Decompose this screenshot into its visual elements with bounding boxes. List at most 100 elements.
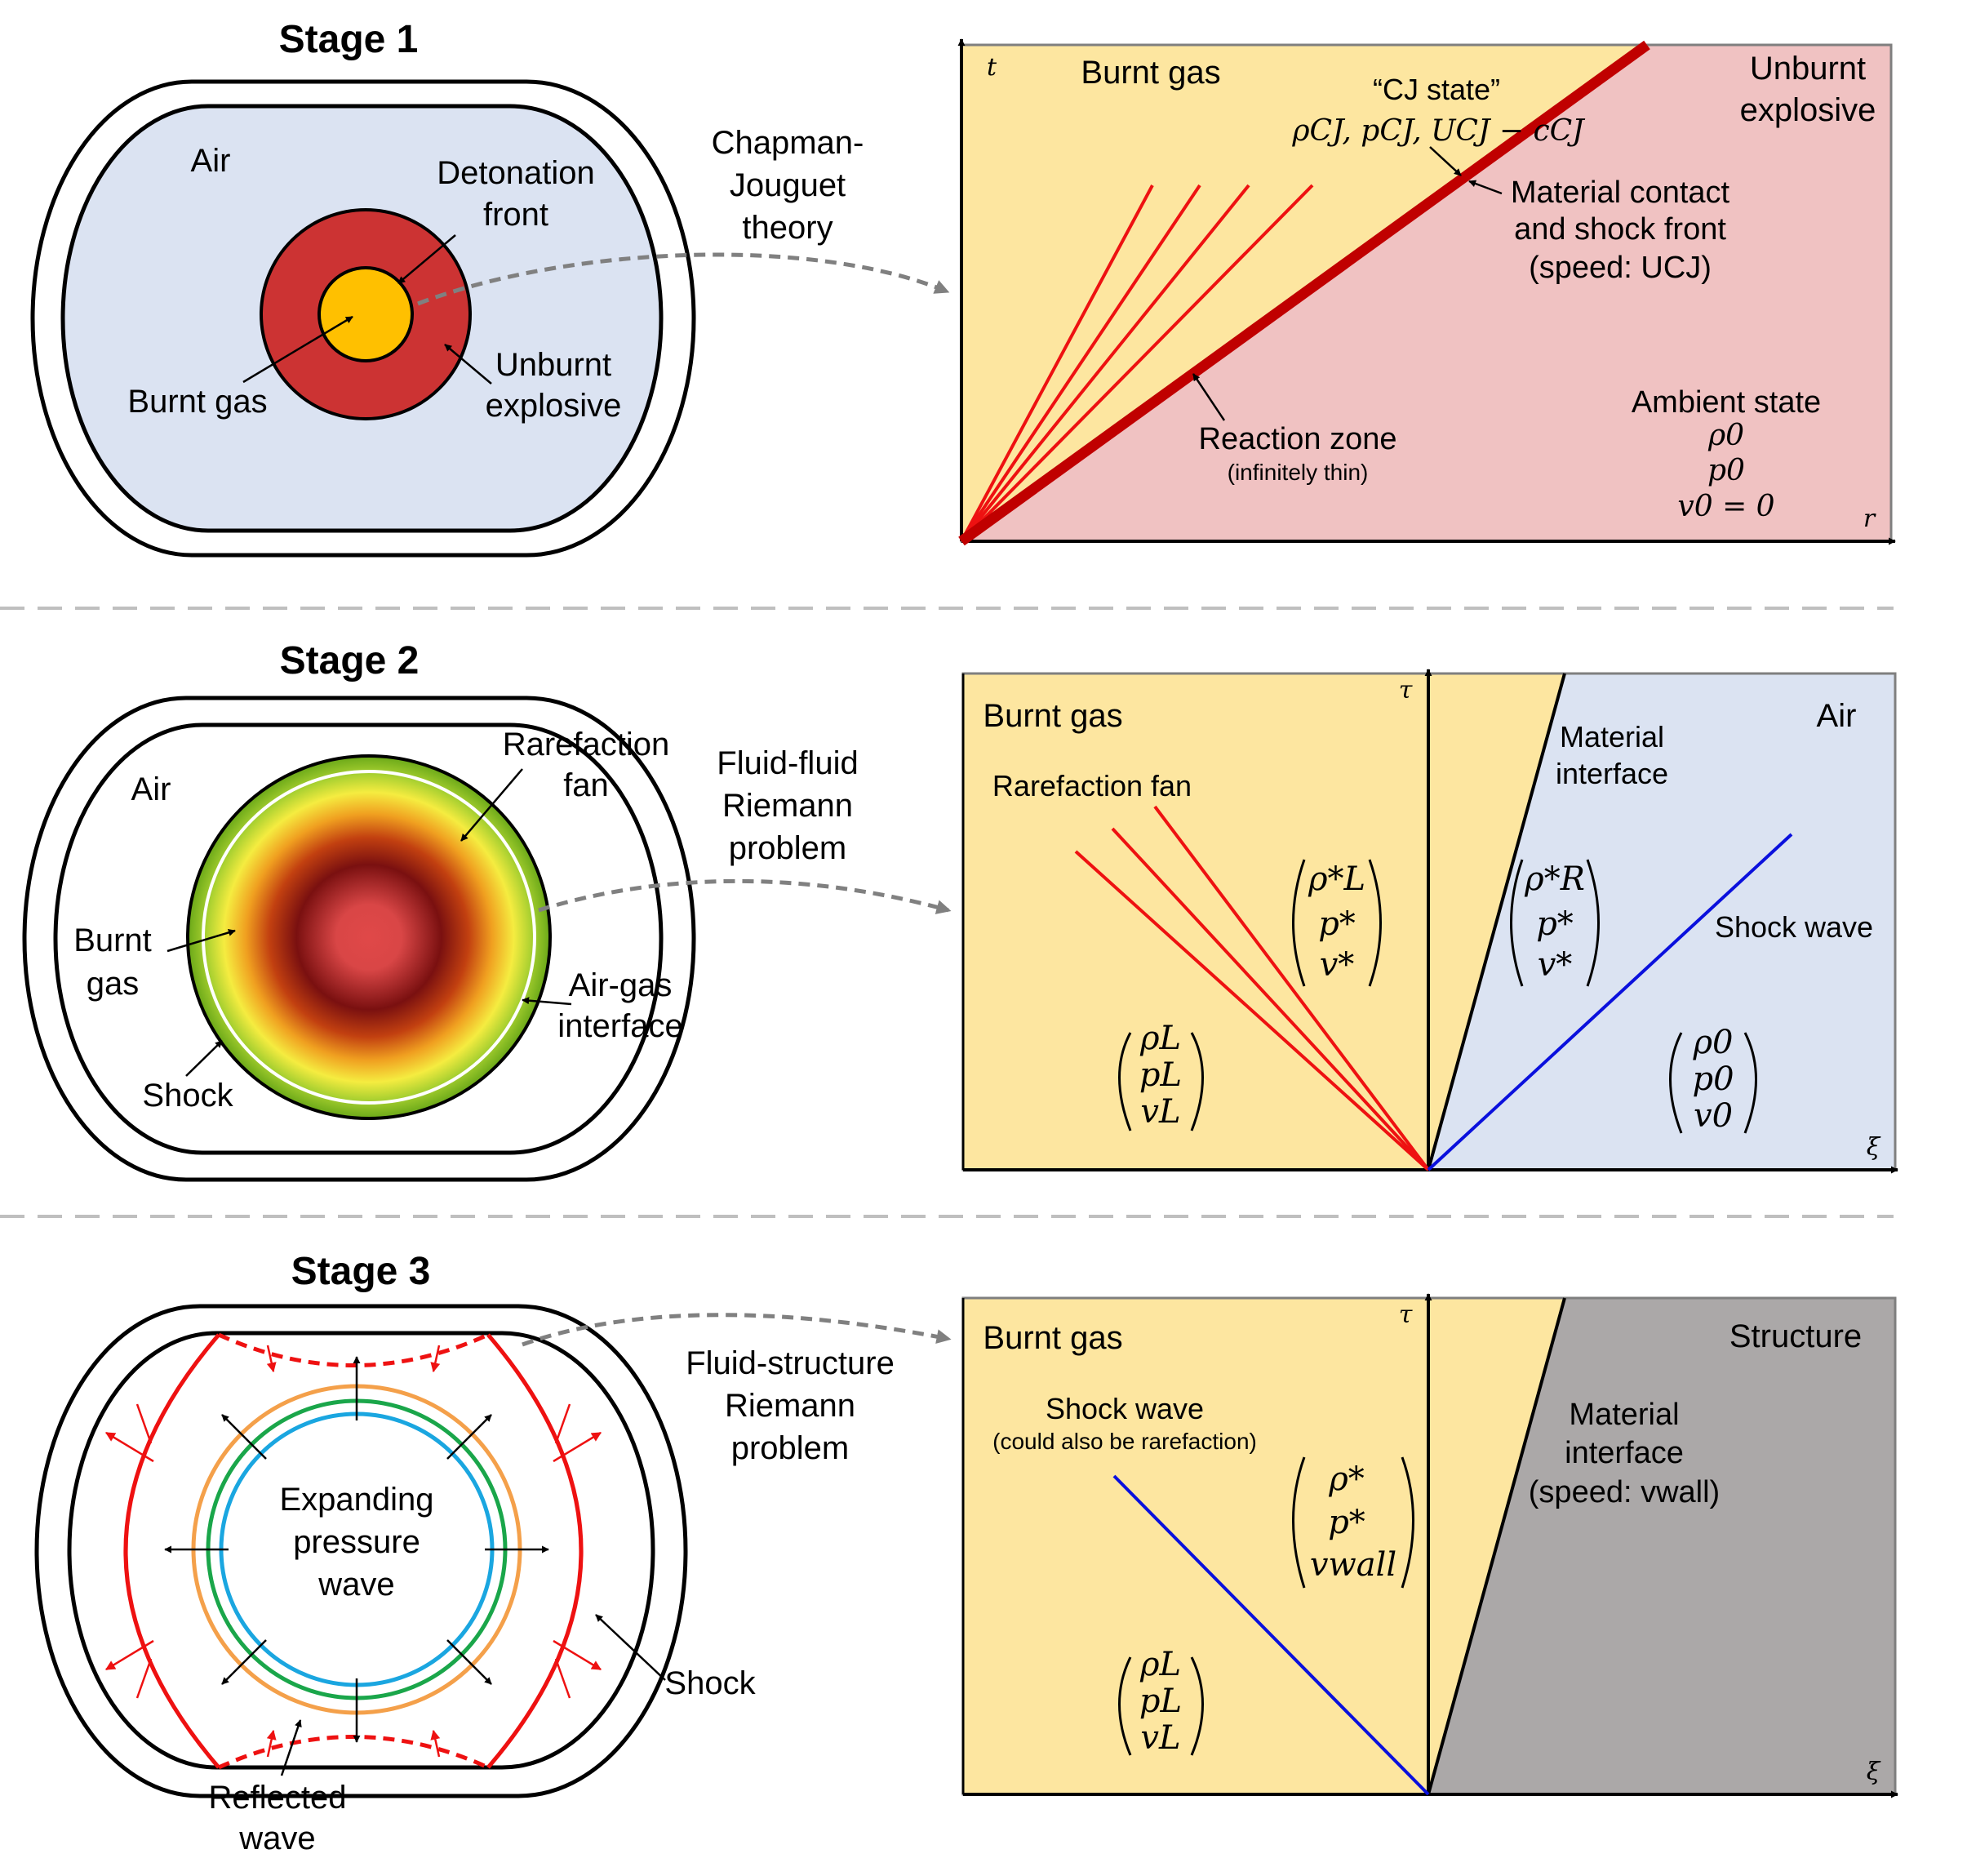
stage1-t-label: t — [987, 53, 997, 82]
stage2-shock-label: Shock — [142, 1078, 233, 1114]
stage1-contact-label-1: Material contact — [1511, 176, 1730, 210]
stage2-state-Rstar-p: p* — [1536, 905, 1574, 943]
stage1-detonation-label-2: front — [483, 197, 548, 233]
stage1-contact-label-3: (speed: UCJ) — [1529, 251, 1712, 285]
stage1-theory-3: theory — [742, 210, 833, 246]
stage2: Stage 2 Air Rarefaction fan Burnt gas Ai… — [22, 639, 1898, 1182]
stage3-expanding-3: wave — [317, 1567, 394, 1603]
stage1-r-label: r — [1863, 505, 1876, 533]
stage2-state-Lstar-rho: ρ*L — [1308, 860, 1365, 898]
stage1-diagram-unburnt-1: Unburnt — [1750, 51, 1866, 87]
stage2-shock-pointer — [185, 1040, 223, 1077]
stage1-cj-pointer — [1429, 146, 1462, 176]
stage3-reflected-2: wave — [238, 1820, 315, 1856]
stage2-interface-1: Air-gas — [569, 967, 673, 1003]
stage3-state-star: ρ* p* vwall — [1292, 1456, 1414, 1589]
stage3-reflected-top — [217, 1332, 490, 1367]
stage3-state-star-rho: ρ* — [1328, 1460, 1365, 1498]
stage3-black-arrows — [164, 1356, 549, 1743]
stage2-fan-line-2 — [1111, 827, 1430, 1171]
stage3-title: Stage 3 — [291, 1250, 431, 1293]
stage1-title: Stage 1 — [279, 18, 419, 61]
stage1-unburnt-label-2: explosive — [486, 388, 622, 424]
stage2-shock-ring — [202, 770, 536, 1105]
stage1-ambient-v: v0 = 0 — [1677, 490, 1774, 523]
stage2-shock-line — [1427, 833, 1793, 1171]
stage3-diagram-interface-2: interface — [1565, 1436, 1684, 1470]
stage3-diagram-shock-note: (could also be rarefaction) — [992, 1429, 1257, 1454]
stage1-diagram-unburnt-2: explosive — [1740, 92, 1876, 128]
stage2-state-Rstar: ρ*R p* v* — [1510, 859, 1600, 987]
stage1-contact-pointer — [1468, 180, 1503, 195]
stage2-burnt-region — [963, 673, 1565, 1170]
stage3-state-L-rho: ρL — [1139, 1646, 1181, 1683]
stage1-diagram-burnt-label: Burnt gas — [1081, 55, 1220, 91]
stage2-state-Rstar-v: v* — [1538, 946, 1573, 984]
stage2-air-region-diagram — [1428, 673, 1895, 1170]
stage1-unburnt-pointer — [444, 344, 492, 385]
stage3-theory-1: Fluid-structure — [686, 1345, 895, 1381]
stage1-detonation-label-1: Detonation — [437, 155, 594, 191]
stage1-reaction-pointer — [1192, 373, 1226, 421]
stage2-tau-label: τ — [1399, 676, 1413, 705]
stage1-burnt-core — [317, 266, 414, 362]
stage1-ambient-rho: ρ0 — [1707, 419, 1744, 452]
stage2-burnt-gas-disk — [186, 754, 552, 1120]
stage3-expanding-2: pressure — [293, 1524, 420, 1560]
stage3-link-arrow — [522, 1313, 952, 1347]
stage1-detonation-pointer — [397, 234, 456, 284]
stage3-expanding-1: Expanding — [279, 1482, 433, 1518]
stage2-fan-line-3 — [1153, 805, 1430, 1171]
stage2-material-interface-line — [1427, 673, 1566, 1171]
stage1-air-label: Air — [191, 143, 231, 179]
stage1-cj-state-label: “CJ state” — [1373, 73, 1500, 106]
stage2-state-L-p: pL — [1139, 1056, 1182, 1094]
stage2-diagram-interface-2: interface — [1556, 757, 1668, 790]
stage2-diagram-shock-label: Shock wave — [1715, 910, 1873, 944]
stage3-shock-line — [1112, 1474, 1430, 1796]
stage3-material-interface-line — [1427, 1297, 1566, 1795]
stage3-diagram-structure-label: Structure — [1729, 1318, 1862, 1354]
stage3-shock-left — [123, 1333, 220, 1769]
stage2-interface-pointer — [522, 997, 572, 1006]
stage3-inner-wall — [67, 1331, 655, 1770]
stage2-state-0-v: v0 — [1694, 1097, 1733, 1135]
stage2-diagram-air-label: Air — [1817, 698, 1857, 734]
stage3-state-star-p: p* — [1328, 1504, 1365, 1541]
stage1-reaction-zone-label: Reaction zone — [1199, 422, 1397, 456]
stage1-theory-1: Chapman- — [712, 125, 864, 161]
stage1-fan-line-4 — [960, 184, 1314, 543]
stage2-theory-2: Riemann — [722, 788, 853, 824]
stage1-reaction-zone-note: (infinitely thin) — [1228, 460, 1369, 485]
stage1-unburnt-label-1: Unburnt — [495, 347, 611, 383]
stage3-riemann-diagram: τ ξ Burnt gas Structure Shock wave (coul… — [961, 1293, 1898, 1798]
stage2-riemann-diagram: τ ξ Burnt gas Air Rarefaction fan Materi… — [961, 669, 1898, 1174]
stage3-reflected-1: Reflected — [209, 1780, 347, 1816]
stage3-shock-right — [486, 1333, 584, 1769]
stage2-theory-1: Fluid-fluid — [717, 745, 858, 781]
stage2-burnt-label-1: Burnt — [73, 922, 152, 958]
stage2-air-label: Air — [131, 771, 171, 807]
stage1: Stage 1 Air Detonation front Burnt gas U… — [30, 18, 1896, 558]
stage3-xi-label: ξ — [1867, 1758, 1881, 1786]
stage2-rarefaction-1: Rarefaction — [503, 727, 670, 762]
stage2-state-L: ρL pL vL — [1118, 1020, 1204, 1131]
stage2-state-L-rho: ρL — [1139, 1020, 1181, 1057]
stage3-diagram-interface-3: (speed: vwall) — [1529, 1475, 1720, 1509]
stage2-diagram-interface-1: Material — [1560, 720, 1664, 754]
stage2-rarefaction-pointer — [460, 768, 523, 842]
stage2-state-L-v: vL — [1140, 1093, 1180, 1131]
stage2-interface-2: interface — [557, 1008, 682, 1044]
stage3-shock-label: Shock — [664, 1665, 756, 1701]
stage2-theory-3: problem — [729, 830, 847, 866]
stage2-state-0-p: p0 — [1692, 1060, 1734, 1098]
stage3-state-star-v: vwall — [1310, 1546, 1396, 1584]
stage1-ambient-p: p0 — [1707, 454, 1745, 487]
stage1-xt-diagram: t r Burnt gas Unburnt explosive “CJ stat… — [957, 38, 1896, 546]
stage3-theory-2: Riemann — [725, 1388, 855, 1424]
stage3-theory-3: problem — [731, 1430, 850, 1466]
stage1-contact-label-2: and shock front — [1514, 212, 1726, 247]
stage2-state-Lstar: ρ*L p* v* — [1292, 859, 1382, 987]
stage3-state-L-p: pL — [1139, 1683, 1182, 1720]
